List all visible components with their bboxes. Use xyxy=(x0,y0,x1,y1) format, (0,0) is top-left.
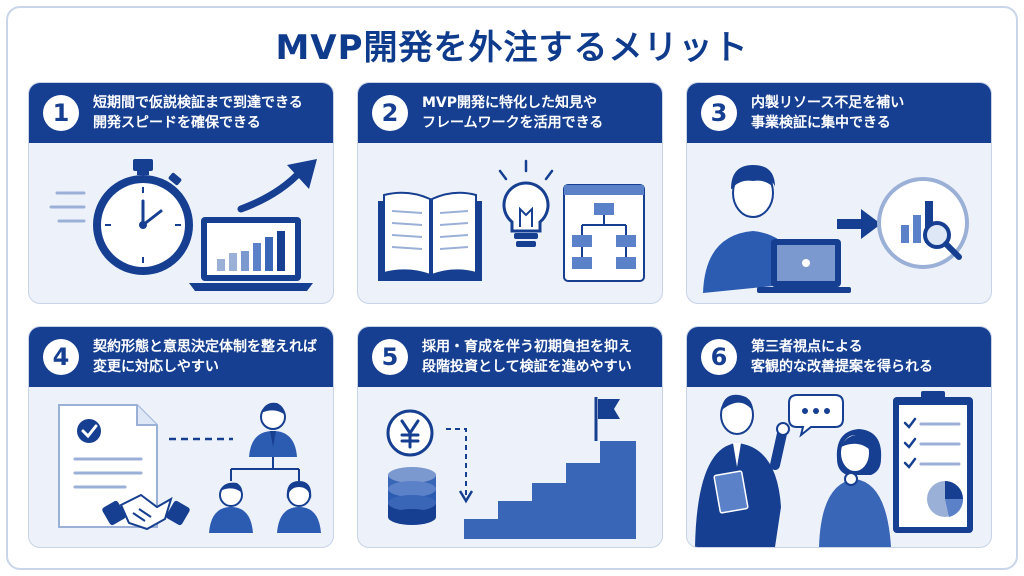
person-laptop-icon xyxy=(703,165,851,293)
card-title-line1: 短期間で仮説検証まで到達できる xyxy=(93,94,303,111)
coin-stack-icon xyxy=(388,467,436,525)
card-header: 2 MVP開発に特化した知見や フレームワークを活用できる xyxy=(358,83,662,143)
card-title-line1: MVP開発に特化した知見や xyxy=(422,94,598,111)
card-title-line2: 段階投資として検証を進めやすい xyxy=(422,359,632,375)
speech-bubble-icon xyxy=(788,394,844,438)
card-title: 採用・育成を伴う初期負担を抑え 段階投資として検証を進めやすい xyxy=(422,337,632,378)
card-title: 短期間で仮説検証まで到達できる 開発スピードを確保できる xyxy=(93,93,303,134)
card-illustration xyxy=(29,387,333,547)
card-title-line1: 内製リソース不足を補い xyxy=(751,94,905,111)
card-title-line2: 開発スピードを確保できる xyxy=(93,115,261,131)
card-title-line2: 変更に対応しやすい xyxy=(93,359,219,375)
card-header: 3 内製リソース不足を補い 事業検証に集中できる xyxy=(687,83,991,143)
card-header: 5 採用・育成を伴う初期負担を抑え 段階投資として検証を進めやすい xyxy=(358,327,662,387)
card-number: 5 xyxy=(372,339,408,375)
card-number: 4 xyxy=(43,339,79,375)
dashed-arrow xyxy=(446,428,467,495)
card-title-line2: フレームワークを活用できる xyxy=(422,115,604,131)
benefit-card-2: 2 MVP開発に特化した知見や フレームワークを活用できる xyxy=(357,82,663,304)
page-title: MVP開発を外注するメリット xyxy=(275,28,749,68)
handshake-icon xyxy=(102,493,190,531)
card-title-line1: 契約形態と意思決定体制を整えれば xyxy=(93,338,317,355)
card-illustration xyxy=(358,387,662,547)
flowchart-icon xyxy=(563,184,645,282)
benefit-card-4: 4 契約形態と意思決定体制を整えれば 変更に対応しやすい xyxy=(28,326,334,548)
card-illustration xyxy=(29,143,333,303)
org-chart-icon xyxy=(209,402,321,533)
staircase-flag-icon xyxy=(464,397,636,539)
card-number: 1 xyxy=(43,95,79,131)
consultant-icon xyxy=(695,394,790,547)
card-illustration xyxy=(687,387,991,547)
card-number: 2 xyxy=(372,95,408,131)
client-icon xyxy=(819,429,891,547)
card-illustration xyxy=(358,143,662,303)
laptop-chart-icon xyxy=(189,217,313,291)
card-title: 第三者視点による 客観的な改善提案を得られる xyxy=(751,337,933,378)
arrow-down-icon xyxy=(458,490,474,504)
benefit-card-3: 3 内製リソース不足を補い 事業検証に集中できる xyxy=(686,82,992,304)
card-number: 3 xyxy=(701,95,737,131)
card-title: MVP開発に特化した知見や フレームワークを活用できる xyxy=(422,93,603,134)
clipboard-report-icon xyxy=(893,391,973,533)
card-title: 内製リソース不足を補い 事業検証に集中できる xyxy=(751,93,904,134)
benefit-card-1: 1 短期間で仮説検証まで到達できる 開発スピードを確保できる xyxy=(28,82,334,304)
stopwatch-icon xyxy=(49,159,193,275)
card-header: 1 短期間で仮説検証まで到達できる 開発スピードを確保できる xyxy=(29,83,333,143)
open-book-icon xyxy=(378,191,482,281)
magnifier-chart-icon xyxy=(877,177,969,269)
benefit-card-6: 6 第三者視点による 客観的な改善提案を得られる xyxy=(686,326,992,548)
arrow-right-icon xyxy=(837,209,881,239)
card-header: 6 第三者視点による 客観的な改善提案を得られる xyxy=(687,327,991,387)
card-title: 契約形態と意思決定体制を整えれば 変更に対応しやすい xyxy=(93,337,317,378)
card-title-line2: 客観的な改善提案を得られる xyxy=(751,359,933,375)
card-title-line2: 事業検証に集中できる xyxy=(751,115,891,131)
card-title-line1: 第三者視点による xyxy=(751,338,863,355)
card-illustration xyxy=(687,143,991,303)
card-title-line1: 採用・育成を伴う初期負担を抑え xyxy=(422,338,632,355)
card-header: 4 契約形態と意思決定体制を整えれば 変更に対応しやすい xyxy=(29,327,333,387)
trend-arrow-icon xyxy=(237,159,317,213)
benefit-card-5: 5 採用・育成を伴う初期負担を抑え 段階投資として検証を進めやすい xyxy=(357,326,663,548)
lightbulb-icon xyxy=(498,159,554,247)
card-number: 6 xyxy=(701,339,737,375)
yen-coin-icon xyxy=(386,409,434,457)
contract-document-icon xyxy=(58,404,158,528)
